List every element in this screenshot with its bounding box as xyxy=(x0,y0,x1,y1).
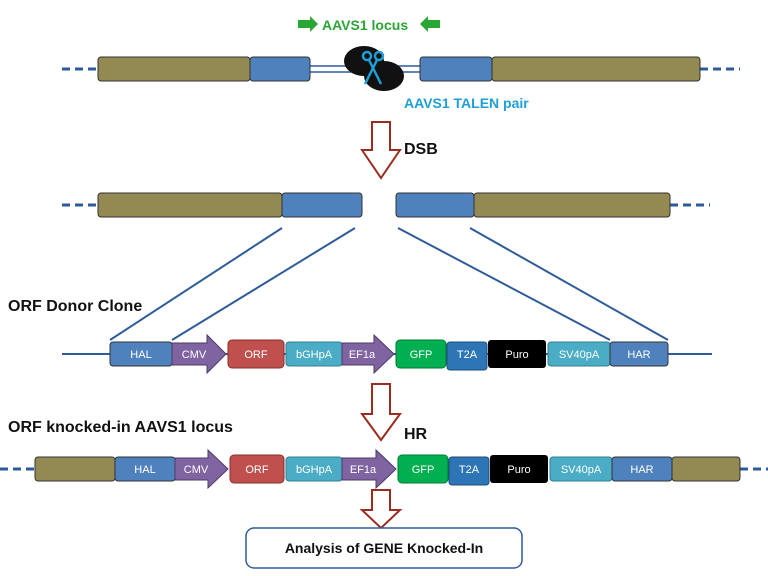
puro-label: Puro xyxy=(507,464,530,476)
puro-label: Puro xyxy=(505,349,528,361)
dsb-arrow: DSB xyxy=(360,121,438,180)
dsb-label: DSB xyxy=(404,141,438,158)
genomic-flank-left xyxy=(97,56,251,82)
genomic-flank-right xyxy=(491,56,701,82)
har-element xyxy=(609,341,669,367)
cmv-element xyxy=(171,333,227,375)
knocked-heading: ORF knocked-in AAVS1 locus xyxy=(8,419,233,436)
orf-label: ORF xyxy=(245,464,269,476)
cmv-label: CMV xyxy=(182,349,207,361)
cmv-label: CMV xyxy=(184,464,209,476)
cut-locus-row xyxy=(62,192,710,218)
down-arrow-icon xyxy=(360,383,402,442)
genomic-flank-left xyxy=(34,456,116,482)
hal-label: HAL xyxy=(134,464,155,476)
knocked-in-locus: HAL CMV ORF bGHpA EF1a GFP T2A Puro SV40… xyxy=(0,448,768,490)
bghpa-label: bGHpA xyxy=(296,349,333,361)
donor-construct: HAL CMV ORF bGHpA EF1a GFP T2A Puro SV40… xyxy=(62,333,712,375)
bghpa-label: bGHpA xyxy=(296,464,333,476)
crossover-line xyxy=(171,227,356,341)
orf-label: ORF xyxy=(244,349,268,361)
genomic-flank-right xyxy=(473,192,671,218)
talen-label: AAVS1 TALEN pair xyxy=(404,95,529,111)
t2a-label: T2A xyxy=(459,464,480,476)
hr-label: HR xyxy=(404,426,428,443)
hal-label: HAL xyxy=(130,349,151,361)
crossover-line xyxy=(109,227,283,341)
analysis-arrow xyxy=(359,489,403,530)
homology-region-right xyxy=(395,192,475,218)
analysis-box: Analysis of GENE Knocked-In xyxy=(245,527,523,569)
analysis-label: Analysis of GENE Knocked-In xyxy=(285,540,483,556)
gfp-element xyxy=(397,454,449,484)
hr-arrow: HR xyxy=(360,383,428,443)
t2a-element xyxy=(446,341,488,371)
down-arrow-icon xyxy=(360,121,402,180)
sv40pa-label: SV40pA xyxy=(561,464,602,476)
orf-element xyxy=(229,454,285,484)
scissors-icon xyxy=(361,50,385,85)
locus-label: AAVS1 locus xyxy=(322,17,408,33)
t2a-element xyxy=(448,456,490,486)
gfp-label: GFP xyxy=(410,349,433,361)
sv40pa-label: SV40pA xyxy=(559,349,600,361)
down-arrow-icon xyxy=(359,489,403,530)
genomic-flank-right xyxy=(671,456,741,482)
har-label: HAR xyxy=(630,464,653,476)
ef1a-label: EF1a xyxy=(350,464,377,476)
orf-element xyxy=(227,339,285,369)
donor-heading: ORF Donor Clone xyxy=(8,298,142,315)
puro-element xyxy=(490,455,548,483)
talen-pair xyxy=(344,46,404,91)
t2a-label: T2A xyxy=(457,349,478,361)
arrow-right-icon xyxy=(298,16,318,32)
cmv-element xyxy=(174,448,229,490)
primer-arrows: AAVS1 locus xyxy=(298,16,440,33)
crossover-line xyxy=(469,227,669,341)
homology-region-left xyxy=(281,192,363,218)
ef1a-element xyxy=(341,448,397,490)
homology-region-left xyxy=(249,56,311,82)
puro-element xyxy=(488,340,546,368)
har-label: HAR xyxy=(627,349,650,361)
analysis-box-frame xyxy=(245,527,523,569)
gfp-element xyxy=(395,339,447,369)
arrow-left-icon xyxy=(420,16,440,32)
crossover-line xyxy=(397,227,611,341)
gfp-label: GFP xyxy=(412,464,435,476)
ef1a-label: EF1a xyxy=(349,349,376,361)
genomic-flank-left xyxy=(97,192,283,218)
homology-region-right xyxy=(419,56,493,82)
crossover-lines xyxy=(109,227,669,341)
ef1a-element xyxy=(341,333,395,375)
locus-row: AAVS1 TALEN pair xyxy=(62,46,740,111)
